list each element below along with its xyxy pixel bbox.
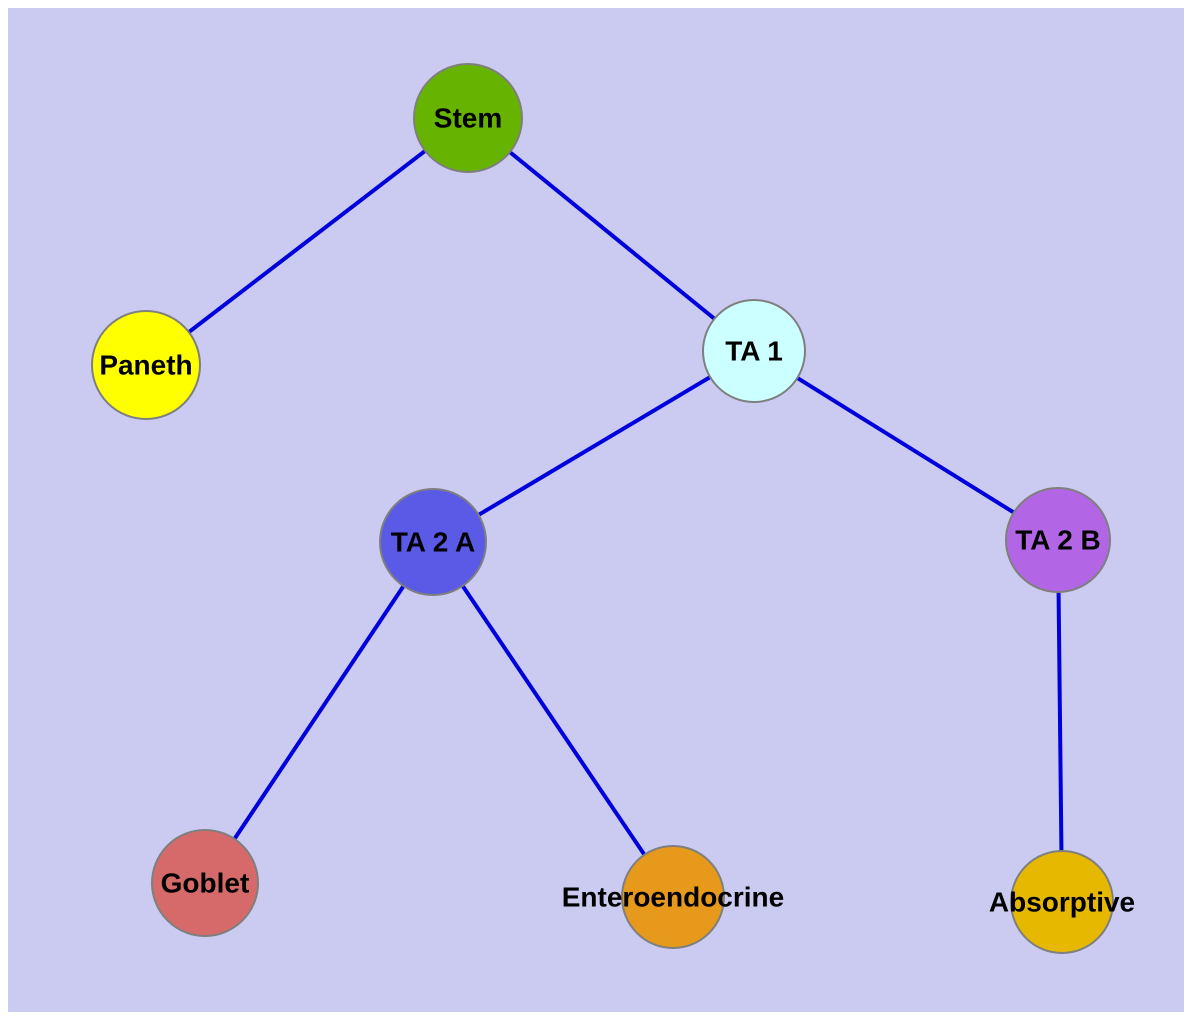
node-circle-ta2a[interactable] — [379, 488, 487, 596]
node-circle-ta1[interactable] — [702, 299, 806, 403]
node-ta1[interactable]: TA 1 — [702, 299, 806, 403]
edge-ta1-ta2b — [752, 349, 1060, 542]
node-circle-enteroendocrine[interactable] — [621, 845, 725, 949]
node-ta2a[interactable]: TA 2 A — [379, 488, 487, 596]
node-stem[interactable]: Stem — [413, 63, 523, 173]
edge-ta1-ta2a — [431, 349, 756, 544]
node-ta2b[interactable]: TA 2 B — [1005, 487, 1111, 593]
node-circle-goblet[interactable] — [151, 829, 259, 937]
node-paneth[interactable]: Paneth — [91, 310, 201, 420]
edge-ta2b-absorptive — [1056, 539, 1064, 903]
edge-ta2a-goblet — [203, 540, 435, 885]
node-goblet[interactable]: Goblet — [151, 829, 259, 937]
edge-stem-paneth — [144, 116, 470, 367]
node-circle-paneth[interactable] — [91, 310, 201, 420]
edge-ta2a-enteroendocrine — [431, 540, 675, 899]
node-circle-absorptive[interactable] — [1010, 850, 1114, 954]
node-circle-stem[interactable] — [413, 63, 523, 173]
edge-stem-ta1 — [466, 116, 756, 353]
node-circle-ta2b[interactable] — [1005, 487, 1111, 593]
